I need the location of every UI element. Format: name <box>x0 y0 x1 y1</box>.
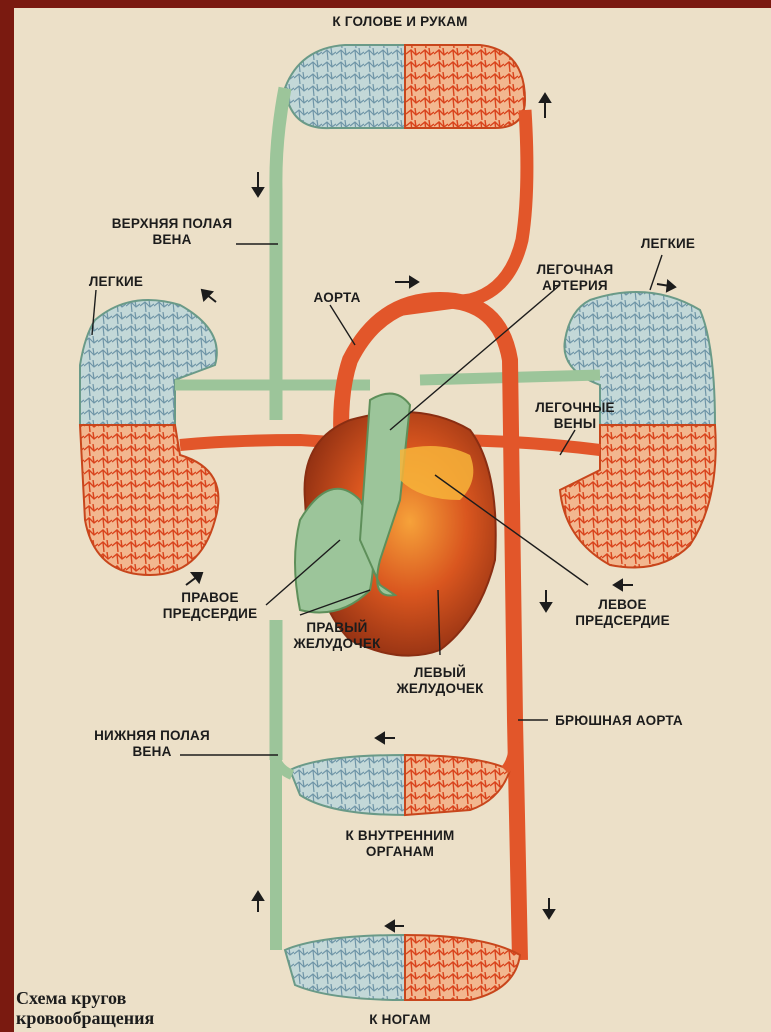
label-pulmonary-artery: ЛЕГОЧНАЯ АРТЕРИЯ <box>520 262 630 294</box>
label-internal-organs: К ВНУТРЕННИМ ОРГАНАМ <box>320 828 480 860</box>
label-left-atrium: ЛЕВОЕ ПРЕДСЕРДИЕ <box>560 597 685 629</box>
label-pulmonary-veins: ЛЕГОЧНЫЕ ВЕНЫ <box>520 400 630 432</box>
label-superior-vena-cava: ВЕРХНЯЯ ПОЛАЯ ВЕНА <box>92 216 252 248</box>
label-legs: К НОГАМ <box>350 1012 450 1028</box>
diagram-title: Схема кругов кровообращения <box>16 988 206 1028</box>
label-lungs-right: ЛЕГКИЕ <box>628 236 708 252</box>
label-aorta: АОРТА <box>302 290 372 306</box>
internal-organs-capillary-bed <box>290 755 510 815</box>
label-left-ventricle: ЛЕВЫЙ ЖЕЛУДОЧЕК <box>385 665 495 697</box>
label-lungs-left: ЛЕГКИЕ <box>76 274 156 290</box>
label-abdominal-aorta: БРЮШНАЯ АОРТА <box>544 713 694 729</box>
legs-capillary-bed <box>285 935 520 1000</box>
label-head-arms: К ГОЛОВЕ И РУКАМ <box>300 14 500 30</box>
label-right-atrium: ПРАВОЕ ПРЕДСЕРДИЕ <box>150 590 270 622</box>
label-right-ventricle: ПРАВЫЙ ЖЕЛУДОЧЕК <box>282 620 392 652</box>
label-inferior-vena-cava: НИЖНЯЯ ПОЛАЯ ВЕНА <box>72 728 232 760</box>
head-arms-capillary-bed <box>285 45 525 128</box>
